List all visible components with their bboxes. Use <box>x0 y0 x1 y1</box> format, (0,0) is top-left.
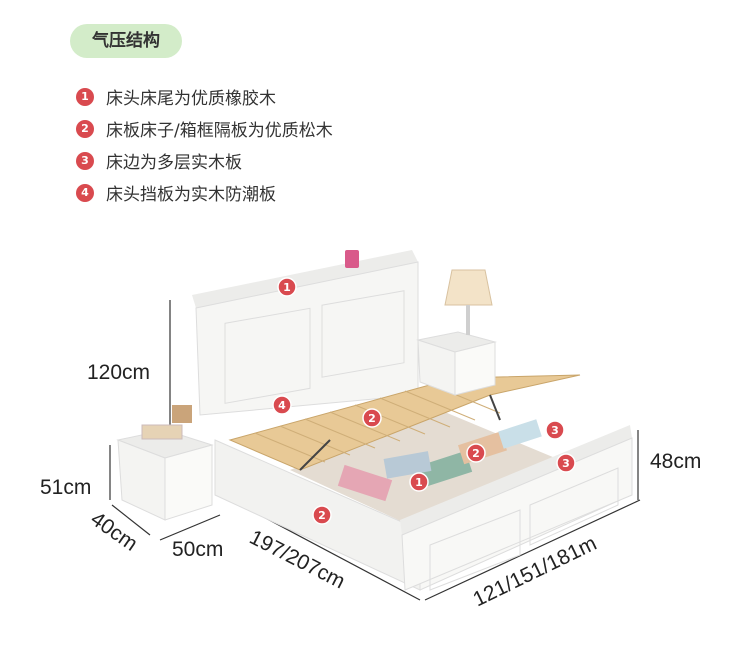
marker-circle <box>312 505 332 525</box>
number-badge: 3 <box>76 151 94 170</box>
section-title-tag: 气压结构 <box>70 24 182 58</box>
feature-item: 2 床板床子/箱框隔板为优质松木 <box>76 116 333 141</box>
marker-circle <box>409 472 429 492</box>
feature-text: 床板床子/箱框隔板为优质松木 <box>106 121 333 141</box>
marker-number: 1 <box>283 281 291 294</box>
headboard <box>192 250 419 416</box>
feature-text: 床头挡板为实木防潮板 <box>106 185 276 205</box>
number-badge: 1 <box>76 87 94 106</box>
dim-nightstand-height: 51cm <box>40 476 92 499</box>
marker-number: 3 <box>551 424 559 437</box>
marker-number: 2 <box>318 509 326 522</box>
marker-number: 4 <box>278 399 286 412</box>
marker-circle <box>362 408 382 428</box>
feature-item: 1 床头床尾为优质橡胶木 <box>76 84 276 109</box>
annotation-markers: 1 2 3 4 2 3 1 2 <box>272 277 576 525</box>
dim-nightstand-width: 50cm <box>172 538 224 561</box>
feature-text: 床边为多层实木板 <box>106 153 242 173</box>
feature-item: 3 床边为多层实木板 <box>76 148 242 173</box>
marker-number: 2 <box>368 412 376 425</box>
footboard <box>400 425 633 591</box>
marker-number: 3 <box>562 457 570 470</box>
left-nightstand <box>116 405 214 521</box>
marker-circle <box>545 420 565 440</box>
marker-number: 1 <box>415 476 423 489</box>
lamp-shade <box>444 269 493 306</box>
marker-circle <box>277 277 297 297</box>
dim-headboard-height: 120cm <box>87 361 151 384</box>
marker-number: 2 <box>472 447 480 460</box>
right-nightstand <box>416 269 497 396</box>
number-badge: 4 <box>76 183 94 202</box>
number-badge: 2 <box>76 119 94 138</box>
marker-circle <box>466 443 486 463</box>
feature-item: 4 床头挡板为实木防潮板 <box>76 180 276 205</box>
marker-circle <box>272 395 292 415</box>
marker-circle <box>556 453 576 473</box>
dim-footboard-height: 48cm <box>650 450 702 473</box>
feature-text: 床头床尾为优质橡胶木 <box>106 89 276 109</box>
